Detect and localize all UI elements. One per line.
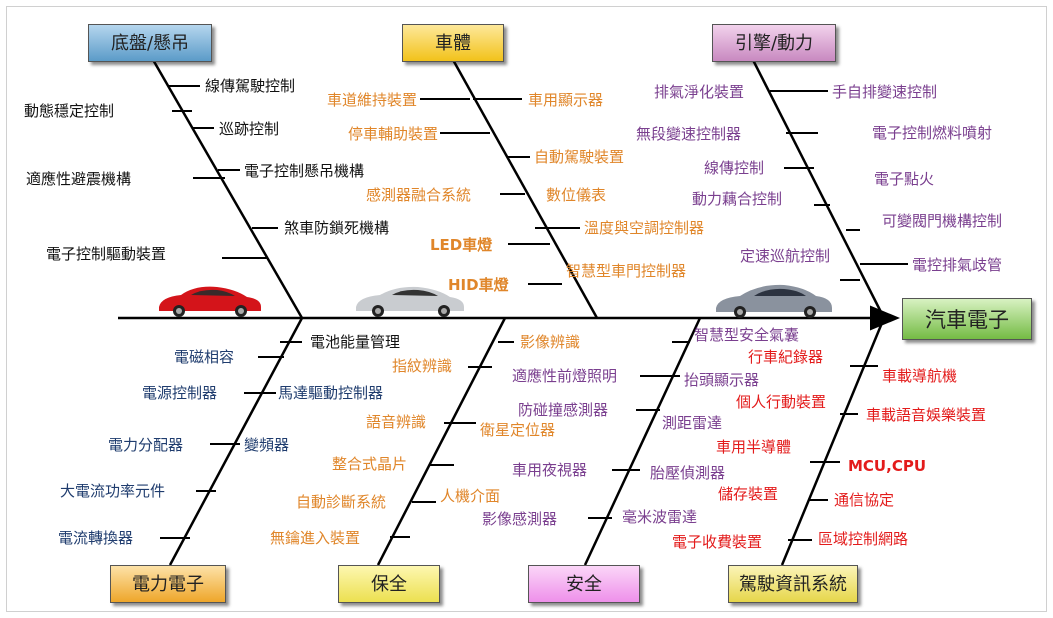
security-item: 自動診斷系統 [296, 493, 387, 511]
diagram-frame [6, 6, 1047, 612]
info-item: 車載導航機 [882, 367, 958, 385]
category-security-box: 保全 [338, 565, 440, 603]
engine-item: 電控排氣歧管 [912, 256, 1003, 274]
safety-item: 智慧型安全氣囊 [694, 326, 800, 344]
power-item: 馬達驅動控制器 [278, 384, 384, 402]
power-item: 大電流功率元件 [60, 482, 166, 500]
info-item: 車載語音娛樂裝置 [866, 406, 987, 424]
info-item: 個人行動裝置 [736, 393, 827, 411]
power-item: 電源控制器 [142, 384, 218, 402]
safety-item: 毫米波雷達 [622, 508, 698, 526]
security-item: 指紋辨識 [392, 357, 453, 375]
category-body-box: 車體 [402, 24, 504, 62]
engine-item: 線傳控制 [704, 159, 765, 177]
body-item: 車道維持裝置 [327, 91, 418, 109]
engine-item: 無段變速控制器 [636, 125, 742, 143]
category-power-box: 電力電子 [110, 565, 226, 603]
safety-item: 抬頭顯示器 [684, 371, 760, 389]
bone-engine [750, 57, 886, 319]
body-item: 自動駕駛裝置 [534, 148, 625, 166]
security-item: 人機介面 [440, 487, 501, 505]
power-item: 電流轉換器 [58, 529, 134, 547]
category-safety-box: 安全 [528, 565, 640, 603]
body-item: 感測器融合系統 [366, 186, 472, 204]
chassis-item: 電子控制驅動裝置 [46, 245, 167, 263]
engine-item: 可變閥門機構控制 [882, 212, 1003, 230]
safety-item: 測距雷達 [662, 414, 723, 432]
category-engine-box: 引擎/動力 [712, 24, 836, 62]
security-item: 衛星定位器 [480, 421, 556, 439]
info-item: 儲存裝置 [718, 485, 779, 503]
security-item: 無鑰進入裝置 [270, 529, 361, 547]
bone-power [168, 317, 304, 566]
security-item: 語音辨識 [366, 413, 427, 431]
safety-item: 胎壓偵測器 [650, 464, 726, 482]
chassis-item: 適應性避震機構 [26, 170, 132, 188]
safety-item: 防碰撞感測器 [518, 401, 609, 419]
engine-item: 排氣淨化裝置 [654, 83, 745, 101]
bone-security [376, 317, 507, 566]
gray-sedan-icon [716, 284, 832, 318]
body-item: 車用顯示器 [528, 91, 604, 109]
safety-item: 適應性前燈照明 [512, 367, 618, 385]
body-item: 智慧型車門控制器 [566, 262, 687, 280]
chassis-item: 電子控制懸吊機構 [244, 162, 365, 180]
bone-chassis [150, 57, 304, 319]
power-item: 電磁相容 [174, 348, 235, 366]
engine-item: 定速巡航控制 [740, 247, 831, 265]
body-item: 停車輔助裝置 [348, 125, 439, 143]
safety-item: 車用夜視器 [512, 461, 588, 479]
info-item: 行車紀錄器 [748, 348, 824, 366]
chassis-item: 煞車防鎖死機構 [284, 219, 390, 237]
category-info-box: 駕駛資訊系統 [728, 565, 858, 603]
engine-item: 動力藕合控制 [692, 190, 783, 208]
body-item: LED車燈 [430, 236, 493, 254]
info-item: 車用半導體 [716, 438, 792, 456]
category-head-box: 汽車電子 [902, 298, 1032, 340]
engine-item: 電子點火 [874, 170, 935, 188]
info-item: 電子收費裝置 [672, 533, 763, 551]
body-item: HID車燈 [448, 276, 509, 294]
chassis-item: 線傳駕駛控制 [205, 77, 296, 95]
bone-body [450, 57, 599, 319]
safety-item: 影像感測器 [482, 510, 558, 528]
power-item: 電池能量管理 [310, 333, 401, 351]
info-item: 區域控制網路 [818, 530, 909, 548]
bone-safety [583, 317, 702, 566]
security-item: 影像辨識 [520, 333, 581, 351]
silver-sports-car-icon [356, 286, 464, 317]
body-item: 溫度與空調控制器 [584, 219, 705, 237]
category-chassis-box: 底盤/懸吊 [88, 24, 212, 62]
engine-item: 手自排變速控制 [832, 83, 938, 101]
power-item: 變頻器 [244, 436, 290, 454]
body-item: 數位儀表 [546, 186, 607, 204]
power-item: 電力分配器 [108, 436, 184, 454]
red-sports-car-icon [159, 286, 261, 317]
chassis-item: 巡跡控制 [219, 120, 280, 138]
security-item: 整合式晶片 [332, 455, 408, 473]
bone-info [780, 317, 886, 566]
chassis-item: 動態穩定控制 [24, 102, 115, 120]
info-item: 通信協定 [834, 491, 895, 509]
engine-item: 電子控制燃料噴射 [872, 124, 993, 142]
info-item: MCU,CPU [848, 457, 926, 475]
